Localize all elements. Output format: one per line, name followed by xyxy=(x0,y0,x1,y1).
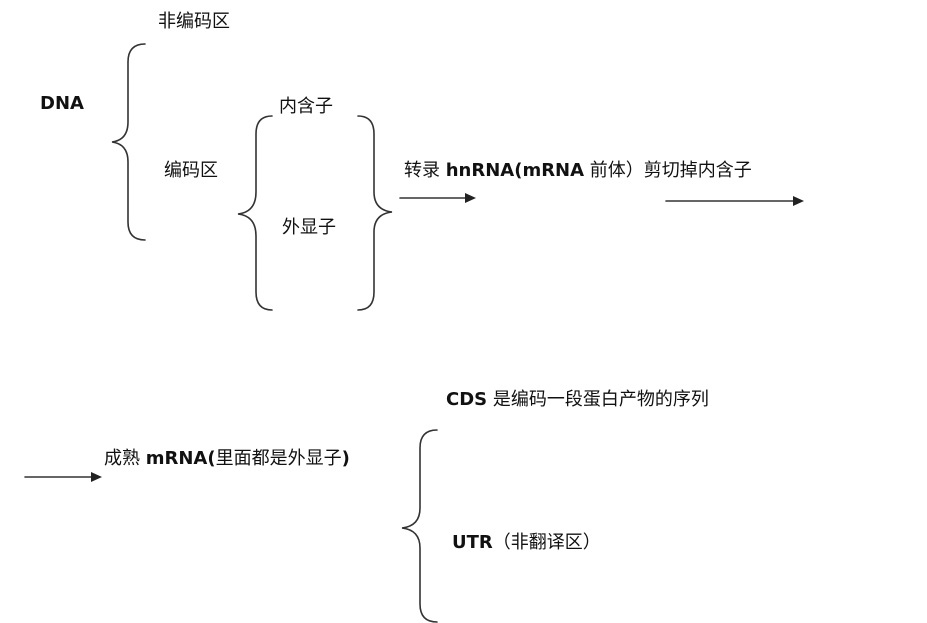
utr-label: UTR（非翻译区） xyxy=(452,532,601,554)
dna-brace xyxy=(111,43,146,241)
transcription-label: 转录 hnRNA(mRNA 前体）剪切掉内含子 xyxy=(404,160,752,182)
intron-exon-brace xyxy=(357,115,393,311)
cds-term: CDS xyxy=(446,389,488,410)
transcription-verb: 转录 xyxy=(404,160,440,181)
mature-close: ) xyxy=(341,448,350,469)
splicing-label: 剪切掉内含子 xyxy=(643,160,752,181)
intron-label: 内含子 xyxy=(279,96,333,117)
cds-utr-brace xyxy=(401,429,438,623)
mature-prefix: 成熟 xyxy=(104,448,140,469)
exon-label: 外显子 xyxy=(282,217,336,238)
mature-mrna-label: 成熟 mRNA(里面都是外显子) xyxy=(104,448,350,470)
coding-region-label: 编码区 xyxy=(164,160,218,181)
hnrna-term: hnRNA(mRNA xyxy=(445,160,585,181)
cds-label: CDS 是编码一段蛋白产物的序列 xyxy=(446,389,709,411)
dna-label: DNA xyxy=(40,93,84,114)
utr-term: UTR xyxy=(452,532,493,553)
hnrna-note: 前体） xyxy=(589,160,644,181)
coding-brace xyxy=(237,115,273,311)
mrna-term: mRNA( xyxy=(145,448,216,469)
transcription-arrowhead xyxy=(465,193,476,203)
mature-note: 里面都是外显子 xyxy=(215,448,342,469)
utr-description: （非翻译区） xyxy=(492,532,601,553)
splicing-arrowhead xyxy=(793,196,804,206)
cds-description: 是编码一段蛋白产物的序列 xyxy=(492,389,709,410)
mature-arrowhead xyxy=(91,472,102,482)
noncoding-region-label: 非编码区 xyxy=(158,11,230,32)
